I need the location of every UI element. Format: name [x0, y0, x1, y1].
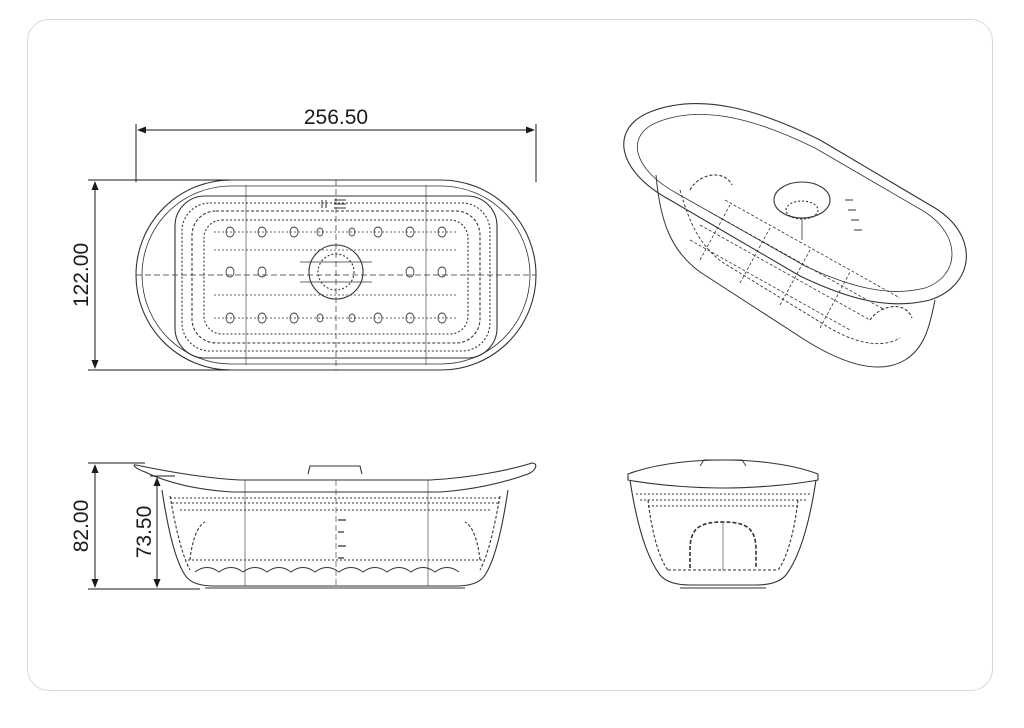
top-view [135, 179, 537, 371]
top-width-label: 256.50 [304, 106, 368, 129]
side-total-height-dimension [88, 462, 200, 590]
top-height-label: 122.00 [70, 243, 93, 307]
side-total-height-label: 82.00 [70, 500, 93, 553]
top-height-dimension [88, 179, 230, 371]
end-view [627, 459, 819, 589]
side-view [133, 462, 537, 589]
side-inner-height-dimension [150, 475, 175, 588]
top-width-dimension [135, 124, 537, 182]
isometric-view [623, 103, 967, 368]
side-inner-height-label: 73.50 [133, 506, 156, 559]
